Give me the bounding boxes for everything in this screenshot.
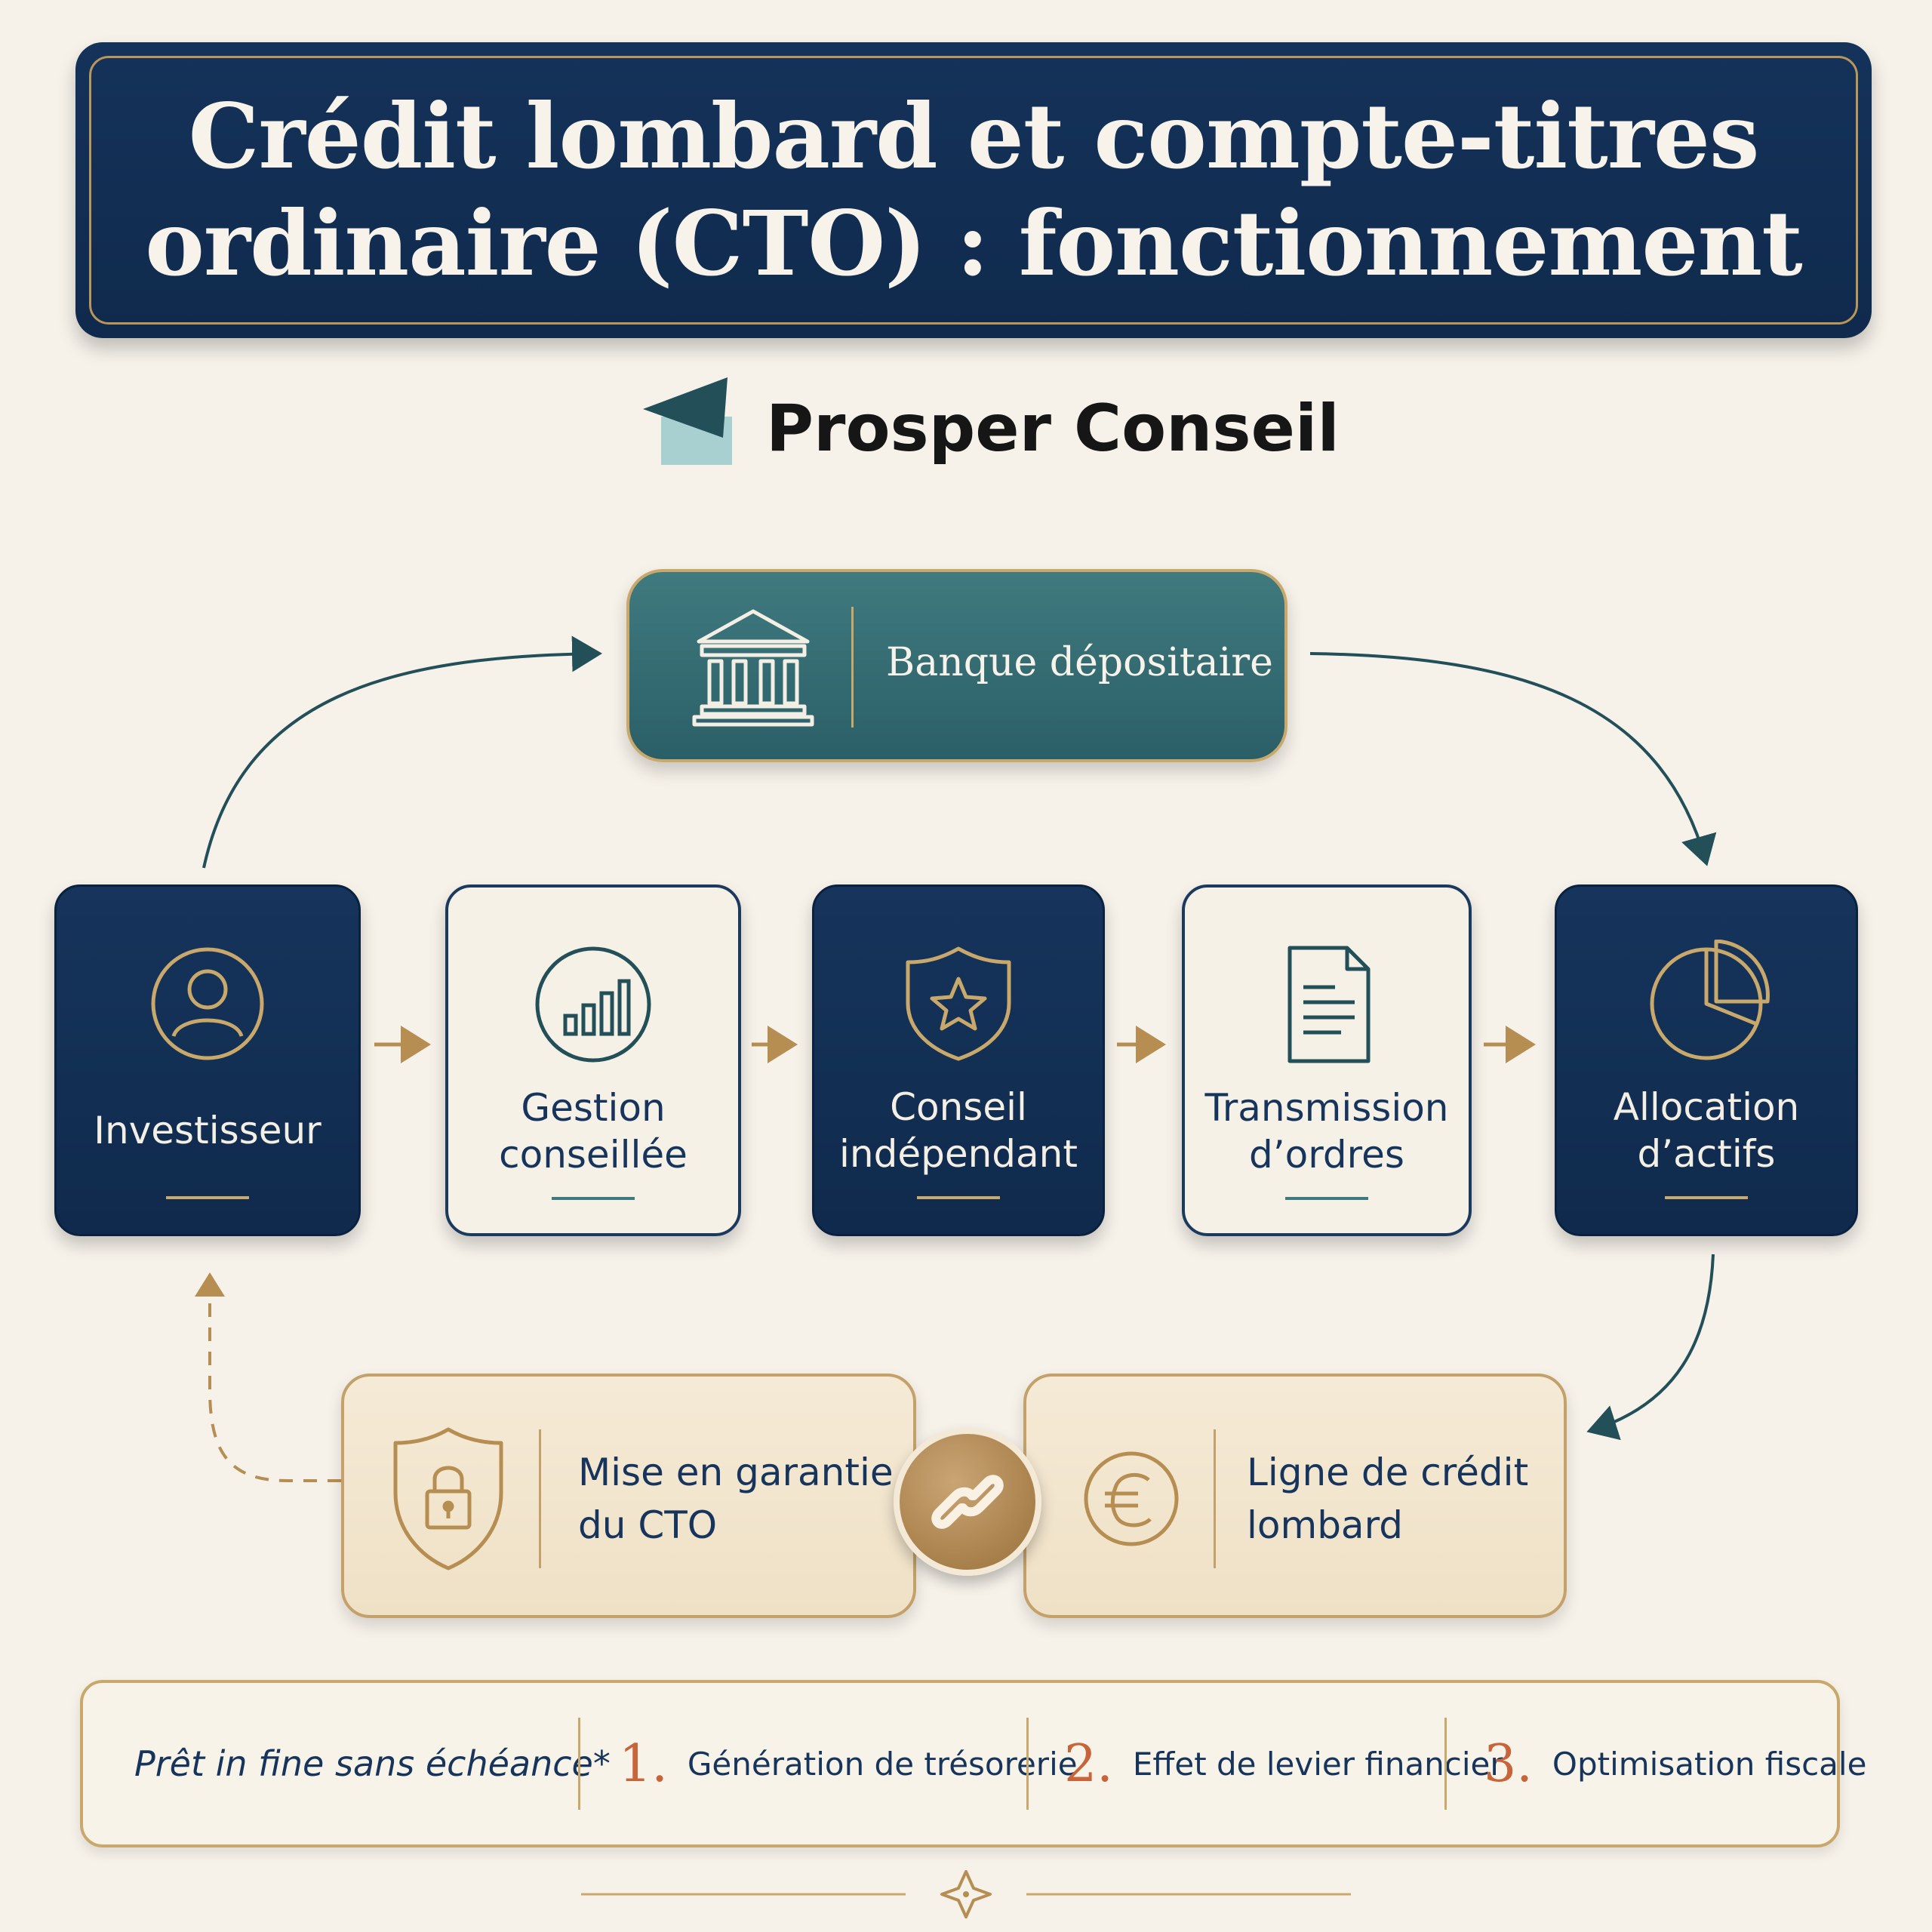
step-label: Gestion conseillée <box>499 1086 688 1177</box>
page-title-line-1: Crédit lombard et compte-titres <box>188 84 1760 189</box>
step-underline <box>1285 1197 1368 1200</box>
step-conseil-independant-card: Conseil indépendant <box>812 884 1105 1236</box>
benefit-number: 3. <box>1484 1734 1533 1794</box>
benefits-divider <box>1026 1718 1029 1810</box>
step-gestion-conseillee-card: Gestion conseillée <box>445 884 741 1236</box>
brand-name: Prosper Conseil <box>766 391 1340 466</box>
arrow-allocation-to-credit <box>1586 1254 1715 1441</box>
benefit-number: 2. <box>1064 1734 1113 1794</box>
arrow-collateral-to-investor <box>195 1272 341 1482</box>
euro-icon <box>1084 1451 1179 1546</box>
collateral-divider <box>539 1429 541 1568</box>
document-icon <box>1287 946 1371 1063</box>
step-transmission-ordres-card: Transmission d’ordres <box>1182 884 1472 1236</box>
page-title-line-2: ordinaire (CTO) : fonctionnement <box>145 191 1803 296</box>
step-investisseur-card: Investisseur <box>54 884 361 1236</box>
user-icon <box>151 947 264 1060</box>
bank-divider <box>851 607 854 728</box>
title-banner: Crédit lombard et compte-titres ordinair… <box>75 42 1872 338</box>
loan-note: Prêt in fine sans échéance* <box>134 1743 611 1784</box>
step-allocation-actifs-card: Allocation d’actifs <box>1555 884 1858 1236</box>
credit-line-divider <box>1214 1429 1216 1568</box>
benefits-divider <box>1444 1718 1447 1810</box>
shield-lock-icon <box>393 1427 503 1571</box>
step-underline <box>1665 1196 1748 1199</box>
prosper-conseil-logo-icon <box>643 377 732 465</box>
benefits-bar: Prêt in fine sans échéance* 1. Génératio… <box>80 1680 1866 1847</box>
arrow-investor-to-bank <box>202 635 602 869</box>
bar-chart-icon <box>535 946 651 1063</box>
benefit-number: 1. <box>619 1734 668 1794</box>
brand: Prosper Conseil <box>634 370 1340 475</box>
step-label: Conseil indépendant <box>839 1085 1078 1176</box>
benefit-text: Optimisation fiscale <box>1552 1745 1867 1783</box>
bank-building-icon <box>692 609 814 727</box>
step-underline <box>166 1196 249 1199</box>
bank-box: Banque dépositaire <box>626 569 1287 762</box>
step-underline <box>552 1197 635 1200</box>
chain-link-icon <box>931 1475 1004 1529</box>
credit-line-label: Ligne de crédit lombard <box>1247 1451 1529 1547</box>
title-frame: Crédit lombard et compte-titres ordinair… <box>89 56 1858 325</box>
collateral-box: Mise en garantie du CTO <box>341 1374 916 1618</box>
benefit-item-2: 2. Effet de levier financier <box>1064 1683 1503 1844</box>
step-label: Investisseur <box>94 1109 321 1152</box>
arrow-bank-to-allocation <box>1309 652 1717 866</box>
pie-chart-icon <box>1650 940 1770 1060</box>
benefit-text: Génération de trésorerie <box>687 1745 1078 1783</box>
bank-label: Banque dépositaire <box>886 640 1273 685</box>
credit-line-box: Ligne de crédit lombard <box>1023 1374 1567 1618</box>
step-label: Transmission d’ordres <box>1204 1086 1449 1177</box>
benefit-item-3: 3. Optimisation fiscale <box>1484 1683 1866 1844</box>
collateral-label: Mise en garantie du CTO <box>578 1451 894 1547</box>
benefit-item-1: 1. Génération de trésorerie <box>619 1683 1078 1844</box>
shield-star-icon <box>906 946 1011 1061</box>
link-badge <box>894 1428 1041 1576</box>
benefit-text: Effet de levier financier <box>1132 1745 1503 1783</box>
step-underline <box>917 1196 1000 1199</box>
step-label: Allocation d’actifs <box>1613 1085 1800 1176</box>
benefits-divider <box>578 1718 580 1810</box>
footer-ornament-icon <box>581 1870 1351 1918</box>
